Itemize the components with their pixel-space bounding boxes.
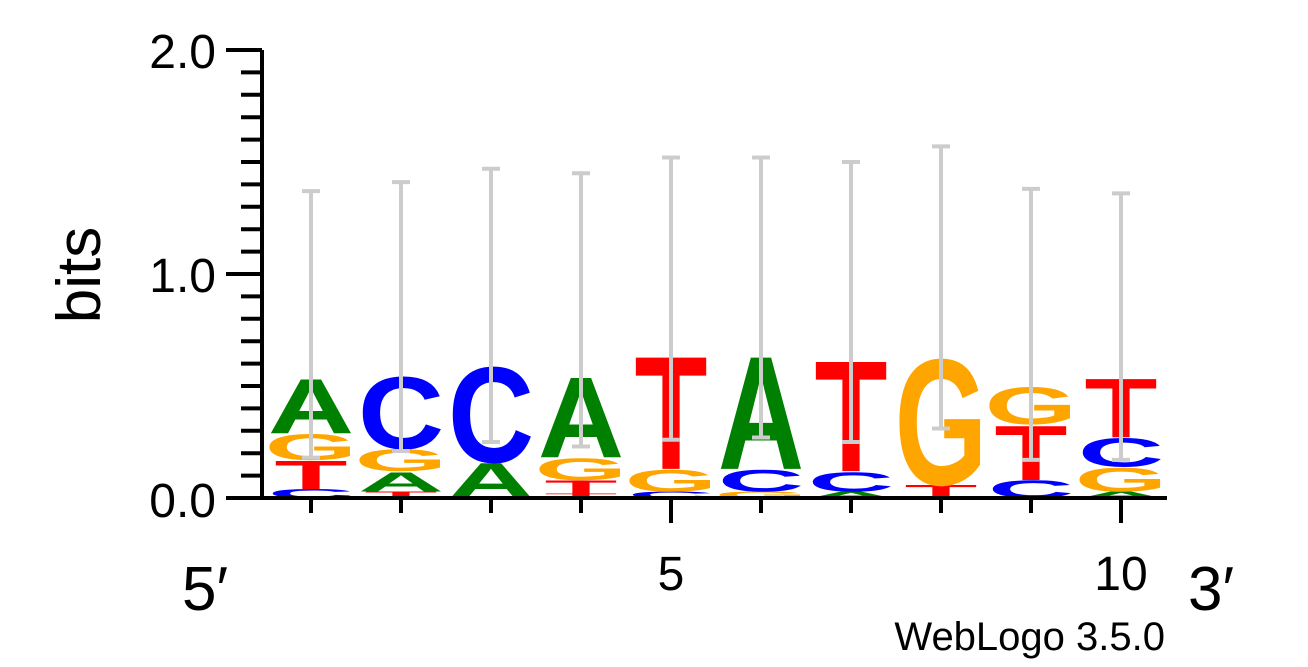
y-tick-label-0: 0.0 — [149, 475, 216, 528]
logo-letter-C-pos-6-1: C — [718, 463, 804, 498]
x-tick-label-5: 5 — [658, 548, 685, 601]
x-ticks — [309, 498, 1123, 523]
logo-letter-A-pos-2-1: A — [358, 466, 444, 497]
x-tick-label-10: 10 — [1094, 548, 1147, 601]
y-axis-title: bits — [45, 227, 114, 323]
logo-letter-T-pos-1-1: T — [275, 452, 348, 497]
five-prime-label: 5′ — [182, 555, 228, 624]
logo-letter-G-pos-6-0: G — [715, 490, 808, 500]
logo-letter-A-pos-7-0: A — [808, 490, 894, 500]
logo-letter-C-pos-5-0: C — [628, 490, 714, 500]
y-tick-label-1: 1.0 — [149, 250, 216, 303]
logo-letter-T-pos-4-1: T — [545, 477, 618, 498]
three-prime-label: 3′ — [1188, 555, 1234, 624]
logo-letter-T-pos-2-0: T — [365, 490, 438, 500]
logo-letter-A-pos-10-0: A — [1078, 490, 1164, 500]
y-tick-label-2: 2.0 — [149, 26, 216, 79]
weblogo-credit: WebLogo 3.5.0 — [894, 615, 1165, 659]
error-bars — [302, 144, 1130, 462]
logo-letter-C-pos-7-1: C — [808, 466, 894, 497]
y-ticks — [226, 48, 262, 500]
logo-letter-G-pos-4-2: G — [535, 452, 628, 487]
logo-letter-T-pos-4-0: T — [545, 492, 618, 499]
logo-letter-G-pos-5-1: G — [625, 463, 718, 498]
logo-letter-G-pos-10-1: G — [1075, 460, 1168, 499]
